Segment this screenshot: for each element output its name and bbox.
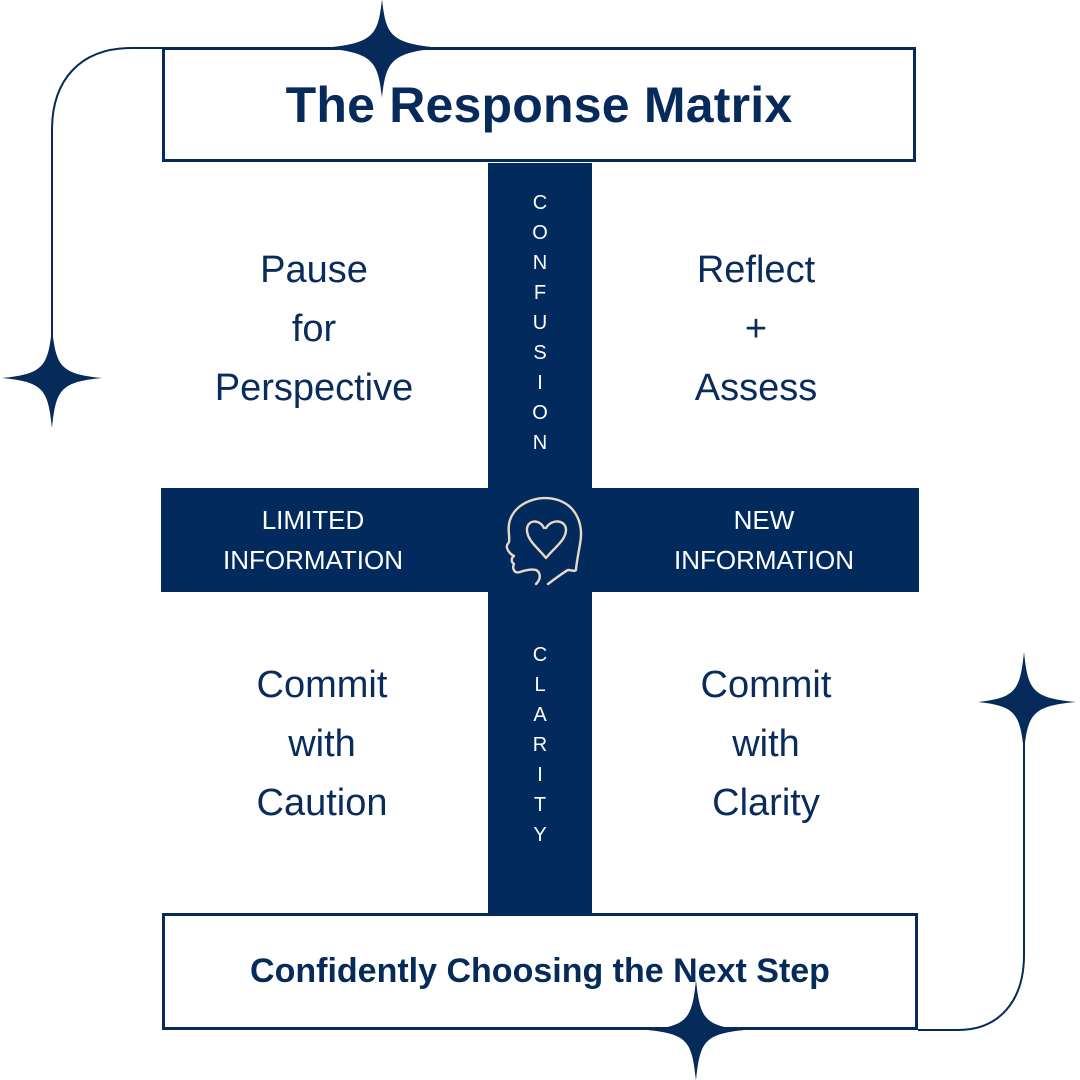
quadrant-text-line: Clarity — [712, 782, 820, 824]
quadrant-text-line: for — [291, 308, 337, 350]
title-box: The Response Matrix — [162, 47, 916, 162]
axis-letter: U — [532, 312, 548, 334]
left-label-line-2: INFORMATION — [222, 545, 404, 575]
right-label-line-1: NEW — [733, 505, 795, 535]
quadrant-text-line: Pause — [260, 249, 368, 291]
quadrant-text-line: Perspective — [214, 367, 414, 409]
horizontal-axis-right-label: NEW INFORMATION — [612, 488, 916, 592]
axis-letter: L — [534, 674, 546, 696]
right-label-line-2: INFORMATION — [673, 545, 855, 575]
left-connector-line — [51, 47, 162, 378]
quadrant-top-right: Reflect + Assess — [604, 241, 908, 418]
axis-letter: A — [533, 704, 547, 726]
footer-text: Confidently Choosing the Next Step — [250, 952, 830, 990]
axis-letter: T — [533, 794, 547, 816]
axis-letter: N — [532, 252, 548, 274]
quadrant-text-line: Reflect — [696, 249, 816, 291]
quadrant-text-line: with — [288, 723, 356, 765]
axis-letter: R — [532, 734, 548, 756]
quadrant-text-line: Commit — [256, 664, 388, 706]
quadrant-text-line: with — [732, 723, 800, 765]
axis-letter: C — [532, 644, 548, 666]
axis-letter: I — [537, 372, 543, 394]
quadrant-bottom-right: Commit with Clarity — [614, 656, 918, 833]
sparkle-icon-left — [2, 328, 102, 428]
page-title: The Response Matrix — [285, 76, 793, 133]
axis-letter: S — [533, 342, 547, 364]
quadrant-text-line: + — [744, 308, 768, 350]
axis-letter: F — [533, 282, 547, 304]
sparkle-icon-right — [978, 652, 1076, 752]
left-label-line-1: LIMITED — [261, 505, 365, 535]
quadrant-text-line: Caution — [256, 782, 388, 824]
footer-box: Confidently Choosing the Next Step — [162, 913, 918, 1030]
axis-letter: N — [532, 432, 548, 454]
axis-letter: Y — [533, 824, 547, 846]
quadrant-bottom-left: Commit with Caution — [170, 656, 474, 833]
head-with-heart-icon — [505, 496, 583, 586]
right-connector-line — [918, 702, 1025, 1031]
axis-letter: O — [532, 402, 548, 424]
axis-letter: O — [532, 222, 548, 244]
quadrant-text-line: Commit — [700, 664, 832, 706]
axis-letter: C — [532, 192, 548, 214]
quadrant-text-line: Assess — [694, 367, 818, 409]
axis-letter: I — [537, 764, 543, 786]
horizontal-axis-left-label: LIMITED INFORMATION — [161, 488, 465, 592]
quadrant-top-left: Pause for Perspective — [162, 241, 466, 418]
